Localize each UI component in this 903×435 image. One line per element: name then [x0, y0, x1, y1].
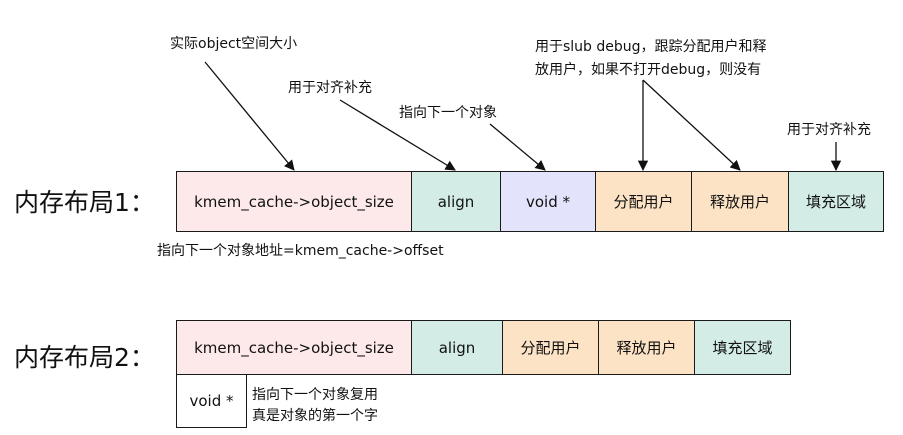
layout1-object-size: kmem_cache->object_size	[176, 171, 412, 232]
arrow-align-pad	[339, 99, 456, 171]
annotation-next-object: 指向下一个对象	[399, 105, 497, 121]
layout2-reuse-note-line2: 真是对象的第一个字	[252, 408, 378, 424]
layout1-align: align	[411, 171, 501, 232]
layout2-object-size: kmem_cache->object_size	[176, 320, 412, 375]
layout1-void-pointer: void *	[500, 171, 596, 232]
layout2-align: align	[411, 320, 503, 375]
layout1-alloc-user: 分配用户	[595, 171, 692, 232]
layout2-free-user: 释放用户	[598, 320, 695, 375]
annotation-align-pad-2: 用于对齐补充	[787, 122, 871, 138]
annotation-slub-debug-line1: 用于slub debug，跟踪分配用户和释	[535, 39, 767, 55]
arrow-free-user	[642, 79, 741, 171]
layout2-reuse-note-line1: 指向下一个对象复用	[252, 387, 378, 403]
layout2-padding: 填充区域	[694, 320, 791, 375]
layout2-void-pointer: void *	[176, 374, 247, 428]
layout1-offset-note: 指向下一个对象地址=kmem_cache->offset	[157, 243, 444, 259]
layout1-title: 内存布局1：	[14, 188, 155, 217]
layout2-title: 内存布局2：	[14, 343, 155, 372]
arrow-actual-size	[204, 61, 295, 171]
annotation-align-pad: 用于对齐补充	[288, 80, 372, 96]
layout2-alloc-user: 分配用户	[502, 320, 599, 375]
arrow-next-obj	[489, 123, 546, 171]
layout1-padding: 填充区域	[788, 171, 884, 232]
annotation-actual-size: 实际object空间大小	[170, 36, 298, 52]
layout1-free-user: 释放用户	[691, 171, 789, 232]
annotation-slub-debug-line2: 放用户，如果不打开debug，则没有	[535, 62, 762, 78]
